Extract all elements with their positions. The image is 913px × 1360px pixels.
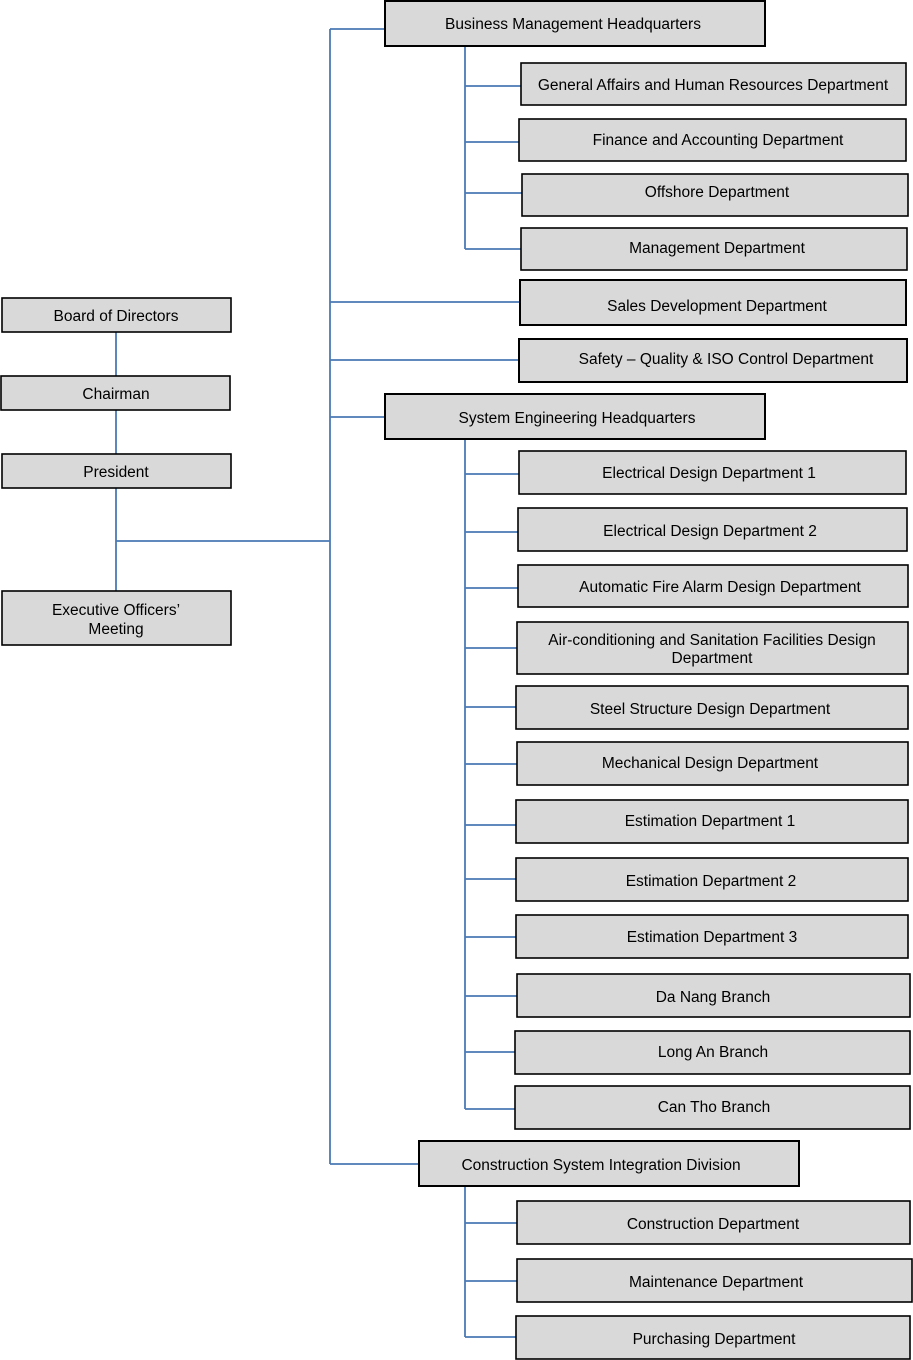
node-system-department: Long An Branch	[514, 1030, 911, 1075]
node-business-department: Offshore Department	[521, 173, 909, 217]
node-system-department-label: Mechanical Design Department	[602, 755, 819, 772]
node-business-department: Management Department	[520, 227, 908, 271]
node-safety-quality-label: Safety – Quality & ISO Control Departmen…	[579, 351, 874, 368]
node-system-department-label-line-1: Air-conditioning and Sanitation Faciliti…	[548, 632, 875, 649]
node-construction-system-integration-division: Construction System Integration Division	[418, 1140, 800, 1187]
node-system-department: Estimation Department 3	[515, 914, 909, 959]
node-system-department-label-line-2: Department	[672, 650, 754, 667]
node-executive-meeting-label-line-1: Executive Officers’	[52, 602, 180, 619]
node-system-engineering-hq: System Engineering Headquarters	[384, 393, 766, 440]
node-system-department-label: Da Nang Branch	[656, 989, 771, 1006]
node-president-label: President	[83, 464, 149, 481]
node-board-of-directors: Board of Directors	[1, 297, 232, 333]
node-sales-development-department: Sales Development Department	[519, 279, 907, 326]
node-system-department: Automatic Fire Alarm Design Department	[517, 564, 909, 608]
node-executive-officers-meeting: Executive Officers’ Meeting	[1, 590, 232, 646]
node-business-department-label: Management Department	[629, 240, 805, 257]
node-construction-department-label: Construction Department	[627, 1216, 800, 1233]
node-system-department: Electrical Design Department 1	[518, 450, 907, 495]
node-system-department-label: Steel Structure Design Department	[590, 701, 831, 718]
node-system-department-label: Electrical Design Department 2	[603, 523, 817, 540]
node-chairman: Chairman	[0, 375, 231, 411]
node-system-department-label: Automatic Fire Alarm Design Department	[579, 579, 861, 596]
node-executive-meeting-label-line-2: Meeting	[88, 621, 143, 638]
node-system-department-label: Long An Branch	[658, 1044, 768, 1061]
node-system-department: Can Tho Branch	[514, 1085, 911, 1130]
node-construction-department: Maintenance Department	[516, 1258, 913, 1303]
connector-lines	[115, 28, 522, 1338]
node-chairman-label: Chairman	[82, 386, 149, 403]
node-business-department-label: Finance and Accounting Department	[593, 132, 844, 149]
node-construction-department-label: Maintenance Department	[629, 1274, 804, 1291]
node-system-department-label: Estimation Department 3	[627, 929, 798, 946]
node-system-department: Electrical Design Department 2	[517, 507, 908, 552]
node-system-department: Estimation Department 1	[515, 799, 909, 844]
node-safety-quality-iso-department: Safety – Quality & ISO Control Departmen…	[518, 338, 908, 383]
node-president: President	[1, 453, 232, 489]
node-business-department: General Affairs and Human Resources Depa…	[520, 62, 907, 106]
node-system-department: Steel Structure Design Department	[515, 685, 909, 730]
node-system-department-label: Electrical Design Department 1	[602, 465, 816, 482]
node-system-department: Da Nang Branch	[516, 973, 911, 1018]
node-system-department: Mechanical Design Department	[516, 741, 909, 786]
node-business-management-hq: Business Management Headquarters	[384, 0, 766, 47]
node-system-department: Estimation Department 2	[515, 857, 909, 902]
node-board-of-directors-label: Board of Directors	[54, 308, 179, 325]
node-system-department: Air-conditioning and Sanitation Faciliti…	[516, 621, 909, 675]
node-business-department: Finance and Accounting Department	[518, 118, 907, 162]
node-construction-department: Purchasing Department	[515, 1315, 911, 1360]
node-system-department-label: Estimation Department 1	[625, 813, 796, 830]
node-system-department-label: Can Tho Branch	[658, 1099, 771, 1116]
node-construction-department: Construction Department	[516, 1200, 911, 1245]
node-business-department-label: Offshore Department	[645, 184, 790, 201]
node-business-management-hq-label: Business Management Headquarters	[445, 16, 701, 33]
node-sales-development-label: Sales Development Department	[607, 298, 827, 315]
node-business-department-label: General Affairs and Human Resources Depa…	[538, 77, 889, 94]
node-system-engineering-hq-label: System Engineering Headquarters	[459, 410, 696, 427]
node-construction-division-label: Construction System Integration Division	[461, 1157, 740, 1174]
node-construction-department-label: Purchasing Department	[633, 1331, 797, 1348]
node-system-department-label: Estimation Department 2	[626, 873, 797, 890]
